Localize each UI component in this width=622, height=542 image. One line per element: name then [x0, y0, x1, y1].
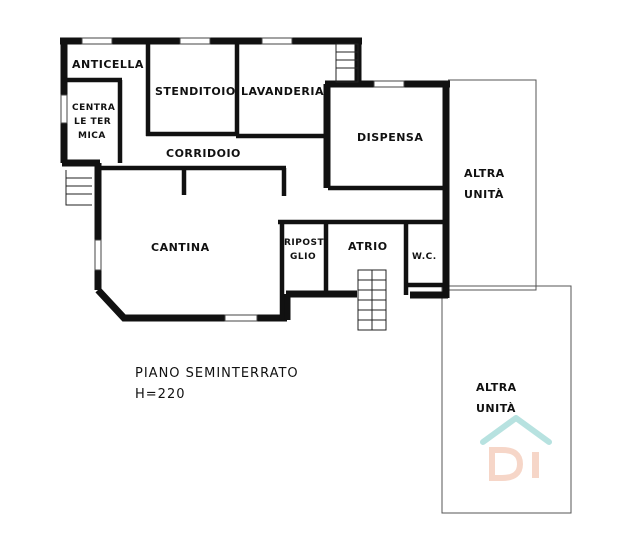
room-label-centrale-termica-2: LE TER [74, 117, 111, 127]
neighbor-outlines [441, 79, 572, 514]
room-label-altra-unita-lower-2: UNITÀ [476, 402, 516, 415]
watermark-logo-icon [480, 415, 552, 481]
room-label-anticella: ANTICELLA [72, 58, 144, 71]
windows [60, 37, 405, 322]
room-label-corridoio: CORRIDOIO [166, 147, 241, 160]
room-label-centrale-termica-1: CENTRA [72, 103, 115, 113]
floor-caption: PIANO SEMINTERRATO [135, 366, 299, 381]
room-label-altra-unita-upper-1: ALTRA [464, 167, 505, 180]
room-label-lavanderia: LAVANDERIA [241, 85, 324, 98]
watermark-letter-i [532, 452, 539, 478]
room-label-altra-unita-upper-2: UNITÀ [464, 188, 504, 201]
room-label-atrio: ATRIO [348, 240, 388, 253]
stairs [65, 43, 387, 331]
room-label-stenditoio: STENDITOIO [155, 85, 236, 98]
room-label-altra-unita-lower-1: ALTRA [476, 381, 517, 394]
height-caption: H=220 [135, 387, 185, 402]
room-label-centrale-termica-3: MICA [78, 131, 106, 141]
room-label-dispensa: DISPENSA [357, 131, 423, 144]
room-label-cantina: CANTINA [151, 241, 210, 254]
watermark-roof [480, 415, 552, 445]
watermark-letter-d [489, 447, 524, 481]
room-label-wc: W.C. [412, 252, 437, 262]
room-label-ripostiglio-1: RIPOSTI [284, 238, 328, 248]
interior-walls [64, 41, 446, 320]
room-label-ripostiglio-2: GLIO [290, 252, 316, 262]
